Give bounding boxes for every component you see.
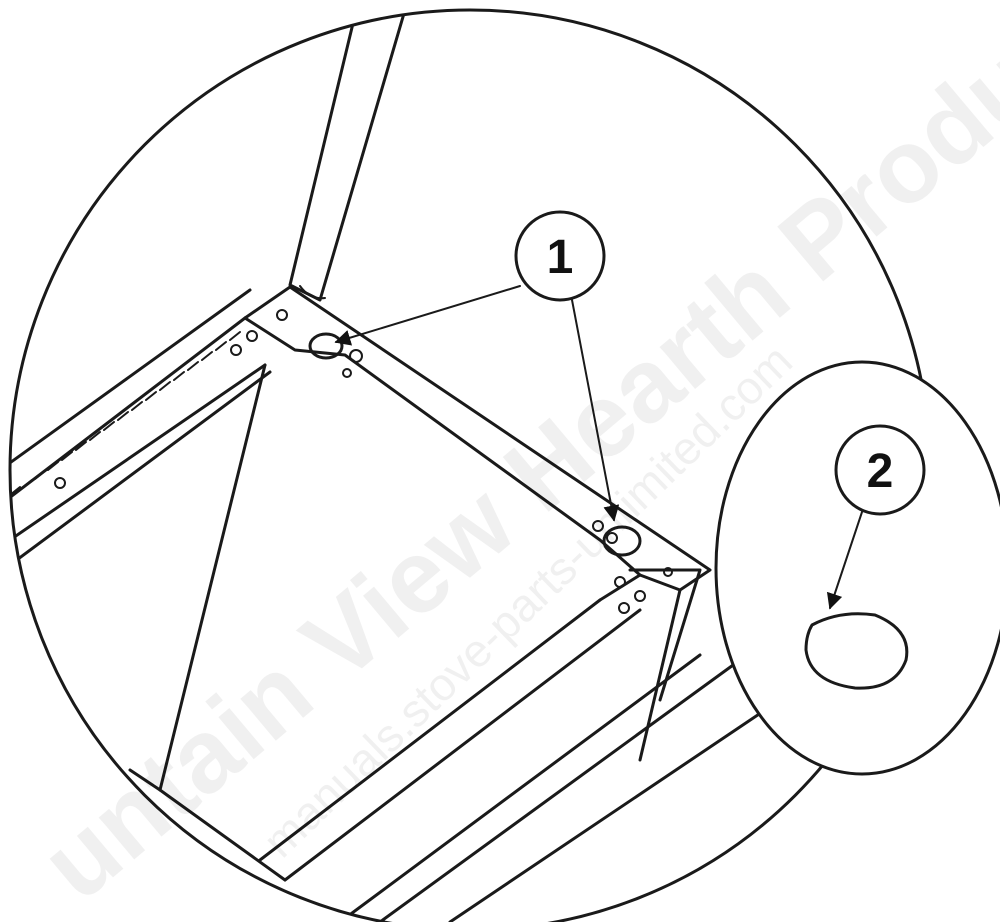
secondary-detail-ellipse xyxy=(714,360,1000,776)
knockout-hole xyxy=(804,612,909,690)
firebox-assembly xyxy=(10,10,782,922)
callout-2-arrow xyxy=(826,511,863,610)
hole-1b xyxy=(602,525,642,557)
callout-1-arrow-b xyxy=(571,299,620,522)
hole-1a xyxy=(308,332,344,360)
callout-2: 2 xyxy=(826,424,926,610)
detail-circle xyxy=(8,8,932,922)
callout-2-label: 2 xyxy=(867,445,894,498)
callout-1-arrow-a xyxy=(334,285,521,346)
callout-1: 1 xyxy=(334,210,620,522)
callout-1-label: 1 xyxy=(547,231,574,284)
